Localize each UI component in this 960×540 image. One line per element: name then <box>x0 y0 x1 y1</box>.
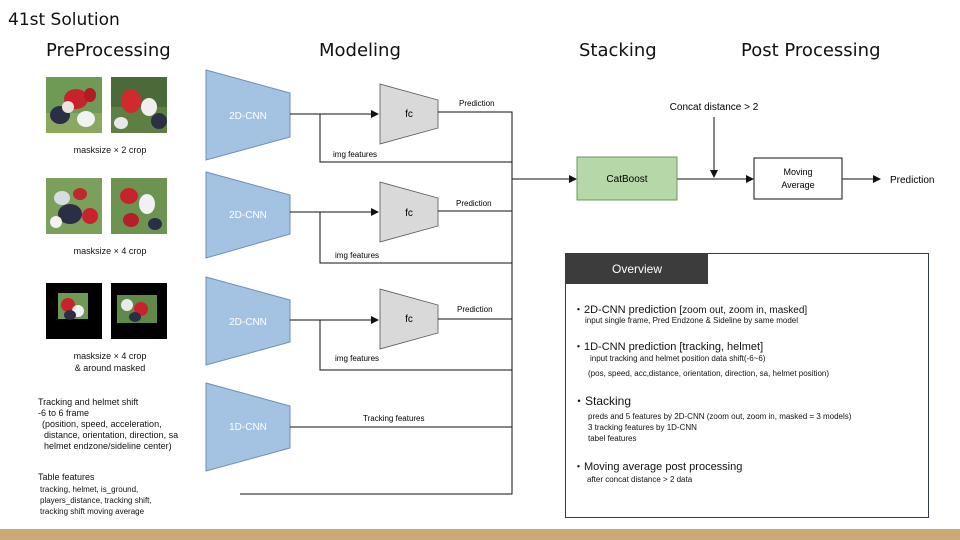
tracking-features-label: Tracking features <box>363 414 425 423</box>
cnn2d-label-2: 2D-CNN <box>229 210 267 221</box>
fc-label-1: fc <box>405 109 413 120</box>
slide-title: 41st Solution <box>8 10 120 30</box>
crop-image-zoomin-1 <box>46 178 102 234</box>
cnn2d-label-1: 2D-CNN <box>229 111 267 122</box>
fc-block-1 <box>379 83 439 145</box>
tracking-detail-2: distance, orientation, direction, sa <box>44 430 179 440</box>
overview-sec1-title-text: ・2D-CNN prediction <box>573 304 677 316</box>
moving-average-label-2: Average <box>781 180 814 190</box>
fc-block-2 <box>379 181 439 243</box>
img-features-label-1: img features <box>333 150 377 159</box>
overview-sec2-detail-1: input tracking and helmet position data … <box>590 354 766 363</box>
prediction-label-3: Prediction <box>457 305 493 314</box>
caption-masksize-4-crop: masksize × 4 crop <box>73 246 147 256</box>
img-features-label-2: img features <box>335 251 379 260</box>
table-detail-1: tracking, helmet, is_ground, <box>40 485 139 494</box>
overview-sec1-bracket: [zoom out, zoom in, masked] <box>679 305 808 316</box>
cnn2d-label-3: 2D-CNN <box>229 317 267 328</box>
overview-header: Overview <box>566 254 708 284</box>
overview-panel: Overview ・2D-CNN prediction [zoom out, z… <box>565 253 929 518</box>
tracking-title-line1: Tracking and helmet shift <box>38 397 139 407</box>
cnn2d-block-1 <box>205 69 291 161</box>
fc-block-3 <box>379 288 439 350</box>
catboost-label: CatBoost <box>606 174 647 185</box>
moving-average-box <box>753 157 843 200</box>
tracking-title-line2: -6 to 6 frame <box>38 408 90 418</box>
overview-sec3-title: ・Stacking <box>573 394 632 408</box>
overview-sec3-detail-2: 3 tracking features by 1D-CNN <box>588 423 697 432</box>
cnn1d-block <box>205 382 291 472</box>
overview-sec3-detail-3: tabel features <box>588 434 637 443</box>
catboost-box <box>576 156 678 201</box>
img-features-label-3: img features <box>335 354 379 363</box>
table-features-title: Table features <box>38 472 95 482</box>
fc-label-2: fc <box>405 208 413 219</box>
prediction-label-1: Prediction <box>459 99 495 108</box>
crop-image-zoomin-2 <box>111 178 167 234</box>
overview-sec1-detail: input single frame, Pred Endzone & Sidel… <box>585 316 799 325</box>
heading-post-processing: Post Processing <box>741 40 881 61</box>
overview-sec2-title: ・1D-CNN prediction [tracking, helmet] <box>573 341 764 353</box>
cnn1d-label: 1D-CNN <box>229 422 267 433</box>
overview-sec4-detail: after concat distance > 2 data <box>587 475 693 484</box>
caption-masked-line1: masksize × 4 crop <box>73 351 147 361</box>
tracking-detail-3: helmet endzone/sideline center) <box>44 441 172 451</box>
table-detail-2: players_distance, tracking shift, <box>40 496 152 505</box>
crop-image-zoomout-1 <box>46 77 102 133</box>
prediction-label-2: Prediction <box>456 199 492 208</box>
tracking-detail-1: (position, speed, acceleration, <box>42 419 162 429</box>
fc-label-3: fc <box>405 314 413 325</box>
heading-stacking: Stacking <box>579 40 657 61</box>
caption-masked-line2: & around masked <box>74 363 146 373</box>
cnn2d-block-2 <box>205 171 291 259</box>
overview-sec1-title: ・2D-CNN prediction [zoom out, zoom in, m… <box>573 301 807 317</box>
crop-image-masked-1 <box>46 283 102 339</box>
concat-distance-label: Concat distance > 2 <box>670 102 759 113</box>
overview-sec2-detail-2: (pos, speed, acc,distance, orientation, … <box>588 369 830 378</box>
crop-image-zoomout-2 <box>111 77 167 133</box>
heading-preprocessing: PreProcessing <box>46 40 171 61</box>
moving-average-label-1: Moving <box>783 167 812 177</box>
final-prediction-label: Prediction <box>890 175 934 186</box>
overview-sec4-title: ・Moving average post processing <box>573 461 743 473</box>
overview-sec3-detail-1: preds and 5 features by 2D-CNN (zoom out… <box>588 412 852 421</box>
heading-modeling: Modeling <box>319 40 401 61</box>
cnn2d-block-3 <box>205 276 291 366</box>
crop-image-masked-2 <box>111 283 167 339</box>
caption-masksize-2-crop: masksize × 2 crop <box>73 145 147 155</box>
table-detail-3: tracking shift moving average <box>40 507 145 516</box>
bottom-bar <box>0 529 960 540</box>
